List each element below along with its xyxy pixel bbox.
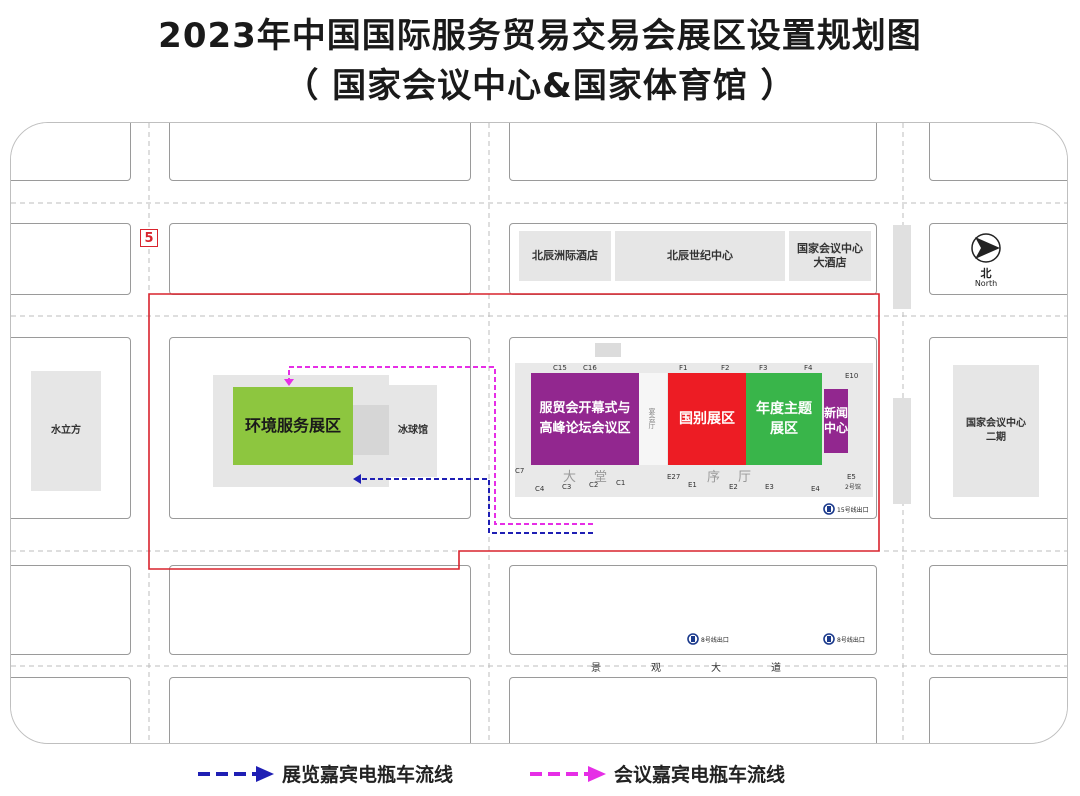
building-bingqiuguan (389, 385, 437, 477)
entrance-c3: C3 (562, 483, 572, 491)
road-jingguan-c3: 道 (771, 663, 781, 674)
entrance-e10: E10 (845, 372, 859, 380)
entrance-e27: E27 (667, 473, 681, 481)
map-title-line2: （ 国家会议中心&国家体育馆 ） (284, 66, 796, 106)
entrance-c1: C1 (616, 479, 626, 487)
legend-exhibit: 展览嘉宾电瓶车流线 (196, 760, 453, 787)
block (169, 223, 471, 295)
building-bingqiuguan-label: 冰球馆 (398, 425, 428, 436)
entrance-c16: C16 (583, 364, 597, 372)
road-number-badge: 5 (140, 229, 158, 247)
route-exhibition (359, 478, 593, 534)
building-nccc-hotel-label: 国家会议中心 大酒店 (797, 242, 863, 269)
median (893, 398, 911, 504)
road-jingguan-c0: 景 (591, 663, 601, 674)
block (169, 565, 471, 655)
building-nccc-hotel (789, 231, 871, 281)
hall-preface-c0: 序 (707, 470, 721, 485)
block (929, 223, 1067, 295)
building-nccc-entrance (595, 343, 621, 357)
block (11, 223, 131, 295)
median (893, 225, 911, 309)
zone-opening: 服贸会开幕式与 高峰论坛会议区 (531, 373, 639, 465)
block (509, 123, 877, 181)
building-nccc-center-hall (637, 373, 667, 465)
metro-exit-15: 15号线出口 (823, 503, 869, 515)
legend-exhibit-label: 展览嘉宾电瓶车流线 (282, 764, 454, 786)
block (169, 677, 471, 743)
metro-exit-8a: 8号线出口 (687, 633, 729, 645)
center-hall-label: 宴会厅 (648, 407, 656, 429)
block (929, 677, 1067, 743)
entrance-c15: C15 (553, 364, 567, 372)
building-nccc-phase2-label: 国家会议中心 二期 (966, 418, 1026, 443)
building-shuilifang-label: 水立方 (51, 425, 81, 436)
block (509, 677, 877, 743)
entrance-e1: E1 (688, 481, 697, 489)
road-jingguan-c2: 大 (711, 663, 721, 674)
building-annex (353, 405, 389, 455)
metro-exit-8b: 8号线出口 (823, 633, 865, 645)
route-exhibition-arrowhead (353, 474, 361, 484)
hall-lobby: 大堂 (563, 466, 607, 485)
compass-label-cn: 北 (980, 267, 992, 280)
compass-icon (971, 233, 1001, 263)
building-shuilifang (31, 371, 101, 491)
entrance-f2: F2 (721, 364, 730, 372)
building-beichen-shiji (615, 231, 785, 281)
entrance-c7: C7 (515, 467, 525, 475)
hall-preface: 序厅 (707, 466, 751, 485)
metro-icon (687, 633, 699, 645)
hall-lobby-c0: 大 (563, 470, 577, 485)
road-jingguan: 景观大道 (591, 659, 781, 674)
road-jingguan-c1: 观 (651, 663, 661, 674)
zone-country: 国别展区 (668, 373, 746, 465)
building-beichen-shiji-label: 北辰世纪中心 (667, 249, 733, 262)
compass-label-en: North (974, 279, 998, 288)
map-frame: 北辰洲际酒店 北辰世纪中心 国家会议中心 大酒店 水立方 冰球馆 国家会议中心 … (10, 122, 1068, 744)
legend-conference: 会议嘉宾电瓶车流线 (528, 760, 785, 787)
entrance-e4: E4 (811, 485, 820, 493)
entrance-f1: F1 (679, 364, 688, 372)
legend-conference-label: 会议嘉宾电瓶车流线 (614, 764, 786, 786)
route-conference (288, 366, 593, 525)
legend-exhibit-arrow-icon (198, 765, 274, 782)
metro-icon (823, 503, 835, 515)
entrance-e3: E3 (765, 483, 774, 491)
block (11, 677, 131, 743)
entrance-c4: C4 (535, 485, 545, 493)
entrance-f4: F4 (804, 364, 813, 372)
zone-annual-theme: 年度主题 展区 (746, 373, 822, 465)
exhibition-boundary (148, 293, 880, 570)
zone-environment: 环境服务展区 (233, 387, 353, 465)
block (11, 123, 131, 181)
entrance-c2: C2 (589, 481, 599, 489)
block (169, 123, 471, 181)
metro-exit-8a-label: 8号线出口 (701, 636, 729, 644)
metro-exit-15-label: 15号线出口 (837, 506, 869, 514)
building-beichen-zhouji-label: 北辰洲际酒店 (532, 249, 598, 262)
map-title-line1: 2023年中国国际服务贸易交易会展区设置规划图 (158, 16, 922, 56)
hall-lobby-c1: 堂 (593, 470, 607, 485)
entrance-e5: E5 (847, 473, 856, 481)
entrance-hall2: 2号馆 (845, 484, 861, 491)
hall-preface-c1: 厅 (737, 470, 751, 485)
block (929, 565, 1067, 655)
legend-conference-arrow-icon (530, 765, 606, 782)
zone-news: 新闻 中心 (824, 389, 848, 453)
route-conference-arrowhead (284, 379, 294, 386)
metro-icon (823, 633, 835, 645)
building-nccc-phase2 (953, 365, 1039, 497)
metro-exit-8b-label: 8号线出口 (837, 636, 865, 644)
entrance-f3: F3 (759, 364, 768, 372)
block (11, 565, 131, 655)
entrance-e2: E2 (729, 483, 738, 491)
building-beichen-zhouji (519, 231, 611, 281)
block (929, 123, 1067, 181)
routes-overlay (148, 293, 880, 570)
